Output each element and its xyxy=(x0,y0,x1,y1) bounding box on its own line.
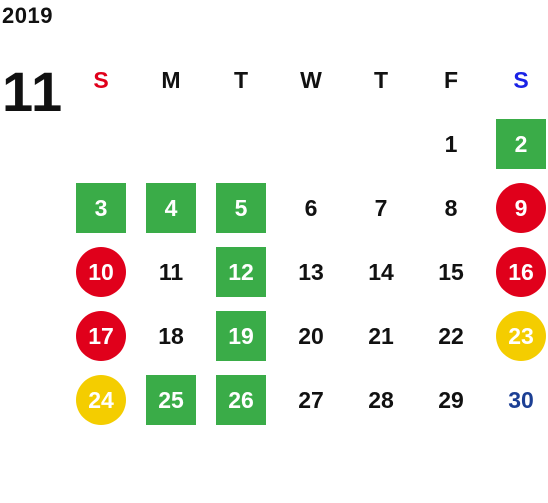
day-cell[interactable]: 6 xyxy=(276,176,346,240)
day-number: 16 xyxy=(496,247,546,297)
day-number: 27 xyxy=(298,386,324,413)
day-cell[interactable]: 23 xyxy=(486,304,548,368)
weekday-header: T xyxy=(373,66,389,93)
day-number: 26 xyxy=(216,375,266,425)
day-number: 17 xyxy=(76,311,126,361)
day-cell[interactable]: 20 xyxy=(276,304,346,368)
day-number: 20 xyxy=(298,322,324,349)
weekday-header: W xyxy=(300,66,322,93)
day-number: 12 xyxy=(216,247,266,297)
day-cell[interactable]: 25 xyxy=(136,368,206,432)
day-cell[interactable]: 28 xyxy=(346,368,416,432)
day-number: 4 xyxy=(146,183,196,233)
day-cell[interactable]: 5 xyxy=(206,176,276,240)
day-cell[interactable]: 11 xyxy=(136,240,206,304)
weekday-header: F xyxy=(443,66,459,93)
day-number: 5 xyxy=(216,183,266,233)
calendar-year: 2019 xyxy=(2,3,53,28)
day-number: 10 xyxy=(76,247,126,297)
day-cell[interactable]: 26 xyxy=(206,368,276,432)
day-number: 8 xyxy=(444,194,458,221)
day-cell[interactable]: 4 xyxy=(136,176,206,240)
day-number: 7 xyxy=(374,194,388,221)
day-cell[interactable]: 16 xyxy=(486,240,548,304)
day-number: 29 xyxy=(438,386,464,413)
day-number: 23 xyxy=(496,311,546,361)
calendar-month: 11 xyxy=(2,60,64,123)
day-number: 3 xyxy=(76,183,126,233)
weekday-header: S xyxy=(513,66,529,93)
day-number: 6 xyxy=(304,194,318,221)
day-cell[interactable]: 12 xyxy=(206,240,276,304)
day-number: 2 xyxy=(496,119,546,169)
day-cell[interactable]: 10 xyxy=(66,240,136,304)
day-cell[interactable]: 22 xyxy=(416,304,486,368)
weekday-header: M xyxy=(161,66,181,93)
day-cell[interactable]: 29 xyxy=(416,368,486,432)
day-number: 9 xyxy=(496,183,546,233)
day-cell[interactable]: 21 xyxy=(346,304,416,368)
day-cell[interactable]: 13 xyxy=(276,240,346,304)
day-cell[interactable]: 17 xyxy=(66,304,136,368)
day-cell[interactable]: 3 xyxy=(66,176,136,240)
day-number: 22 xyxy=(438,322,464,349)
day-number: 13 xyxy=(298,258,324,285)
day-cell[interactable]: 2 xyxy=(486,112,548,176)
day-number: 18 xyxy=(158,322,184,349)
day-number: 1 xyxy=(444,130,458,157)
day-number: 21 xyxy=(368,322,394,349)
day-number: 25 xyxy=(146,375,196,425)
day-cell[interactable]: 7 xyxy=(346,176,416,240)
day-cell[interactable]: 18 xyxy=(136,304,206,368)
day-number: 24 xyxy=(76,375,126,425)
day-cell[interactable]: 30 xyxy=(486,368,548,432)
day-number: 11 xyxy=(158,258,184,285)
day-number: 30 xyxy=(508,386,534,413)
day-number: 19 xyxy=(216,311,266,361)
day-number: 15 xyxy=(438,258,464,285)
day-cell[interactable]: 8 xyxy=(416,176,486,240)
day-cell[interactable]: 1 xyxy=(416,112,486,176)
day-cell[interactable]: 9 xyxy=(486,176,548,240)
day-cell[interactable]: 19 xyxy=(206,304,276,368)
day-cell[interactable]: 24 xyxy=(66,368,136,432)
weekday-header: S xyxy=(93,66,109,93)
day-number: 14 xyxy=(368,258,394,285)
day-cell[interactable]: 27 xyxy=(276,368,346,432)
day-cell[interactable]: 14 xyxy=(346,240,416,304)
day-number: 28 xyxy=(368,386,394,413)
day-cell[interactable]: 15 xyxy=(416,240,486,304)
weekday-header: T xyxy=(233,66,249,93)
